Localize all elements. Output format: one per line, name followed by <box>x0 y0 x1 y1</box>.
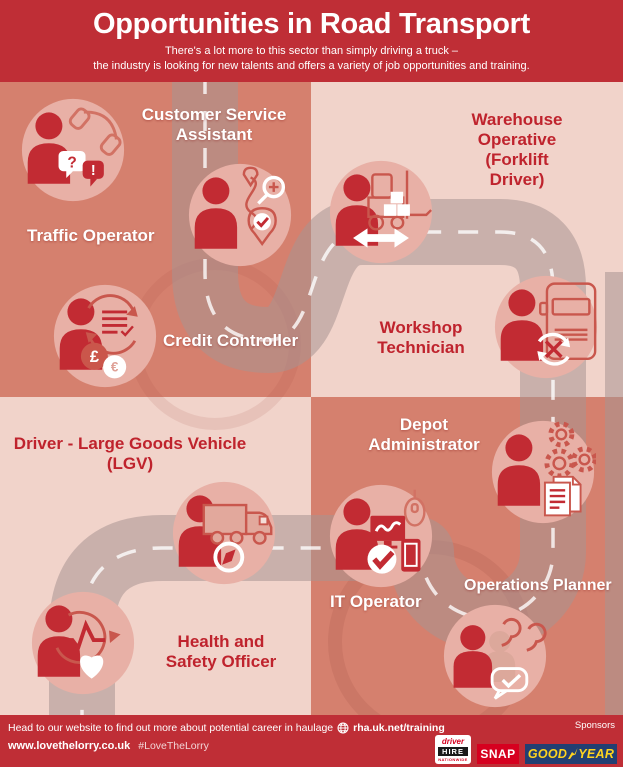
question-bubble-icon: ? <box>58 150 86 178</box>
person-icon <box>500 289 544 361</box>
driver-hire-logo-text: driver <box>441 736 465 746</box>
euro-coin-icon: € <box>103 355 127 379</box>
tablet-icon <box>401 538 421 572</box>
poster-subtitle: There's a lot more to this sector than s… <box>93 45 530 73</box>
mouse-icon <box>403 489 426 527</box>
route-planning-circle <box>187 162 293 268</box>
health-safety-circle <box>30 590 136 696</box>
it-operator-circle <box>328 483 434 589</box>
driver-hire-logo-text: NATIONWIDE <box>438 756 468 762</box>
boxes-icon <box>383 191 410 216</box>
svg-text:€: € <box>111 360 119 375</box>
double-arrow-icon <box>353 228 409 248</box>
service-arrows-icon <box>537 332 571 366</box>
credit-controller-circle: £ € <box>52 283 158 389</box>
compass-icon <box>213 541 245 573</box>
operations-planner-circle <box>442 603 548 709</box>
person-icon <box>37 605 81 677</box>
header: Opportunities in Road Transport There's … <box>0 0 623 82</box>
globe-icon <box>337 722 349 734</box>
exclamation-bubble-icon: ! <box>82 160 104 187</box>
loop-arrow-icon <box>55 610 121 664</box>
person-icon <box>335 498 379 570</box>
svg-text:?: ? <box>67 154 76 171</box>
footer: Head to our website to find out more abo… <box>0 715 623 767</box>
pin-check-icon <box>247 207 277 246</box>
quotes-icon <box>501 617 547 652</box>
label-it-operator: IT Operator <box>330 592 422 611</box>
magnifier-icon <box>257 175 286 205</box>
label-driver-lgv: Driver - Large Goods Vehicle (LGV) <box>13 434 247 473</box>
label-health-safety: Health and Safety Officer <box>165 632 277 671</box>
pulse-icon <box>58 619 106 652</box>
forklift-icon <box>367 170 432 231</box>
label-workshop-technician: Workshop Technician <box>377 318 465 357</box>
cycle-arrows-icon <box>85 294 138 355</box>
check-circle-icon <box>367 544 397 574</box>
label-warehouse-operative: Warehouse Operative (Forklift Driver) <box>471 110 563 189</box>
customer-service-circle: ? ! <box>20 97 126 203</box>
hashtag-text: #LoveTheLorry <box>138 740 209 752</box>
goodyear-wing-icon <box>568 748 578 759</box>
depot-administrator-circle <box>490 419 596 525</box>
goodyear-logo: GOOD YEAR <box>525 744 617 764</box>
wrench-icon <box>544 340 563 359</box>
truck-front-icon <box>539 282 597 361</box>
goodyear-logo-text: YEAR <box>578 747 615 761</box>
documents-icon <box>543 475 582 517</box>
poster-title: Opportunities in Road Transport <box>93 8 530 40</box>
driver-hire-logo: driver HIRE NATIONWIDE <box>435 735 471 764</box>
invoice-icon <box>102 310 134 337</box>
person-icon <box>453 625 493 688</box>
heart-icon <box>80 655 104 679</box>
label-operations-planner: Operations Planner <box>464 577 612 594</box>
label-credit-controller: Credit Controller <box>163 331 299 350</box>
footer-cta-text: Head to our website to find out more abo… <box>8 722 334 734</box>
svg-text:£: £ <box>90 348 99 366</box>
road-map: ? ! <box>0 82 623 715</box>
label-depot-administrator: Depot Administrator <box>368 415 480 454</box>
goodyear-logo-text: GOOD <box>527 747 568 761</box>
sponsors-block: Sponsors driver HIRE NATIONWIDE SNAP GOO… <box>407 715 617 767</box>
footer-text-block: Head to our website to find out more abo… <box>8 722 445 752</box>
monitor-icon <box>370 515 406 549</box>
pin-small-icon <box>242 166 259 188</box>
person-icon <box>194 177 238 249</box>
phone-icon <box>68 107 122 156</box>
website-link[interactable]: www.lovethelorry.co.uk <box>8 740 131 752</box>
speech-check-icon <box>490 667 529 700</box>
driver-hire-logo-text: HIRE <box>438 746 468 756</box>
snap-logo: SNAP <box>477 744 519 764</box>
label-traffic-operator: Traffic Operator <box>27 226 155 245</box>
svg-text:!: ! <box>91 163 96 179</box>
warehouse-operative-circle <box>328 159 434 265</box>
lgv-driver-circle <box>171 480 277 586</box>
training-link[interactable]: rha.uk.net/training <box>353 722 445 734</box>
workshop-technician-circle <box>493 274 599 380</box>
sponsors-label: Sponsors <box>574 720 615 731</box>
pound-coin-icon: £ <box>80 342 108 370</box>
person-icon <box>497 434 541 506</box>
lorry-icon <box>202 503 273 545</box>
label-customer-service: Customer Service Assistant <box>141 105 287 144</box>
